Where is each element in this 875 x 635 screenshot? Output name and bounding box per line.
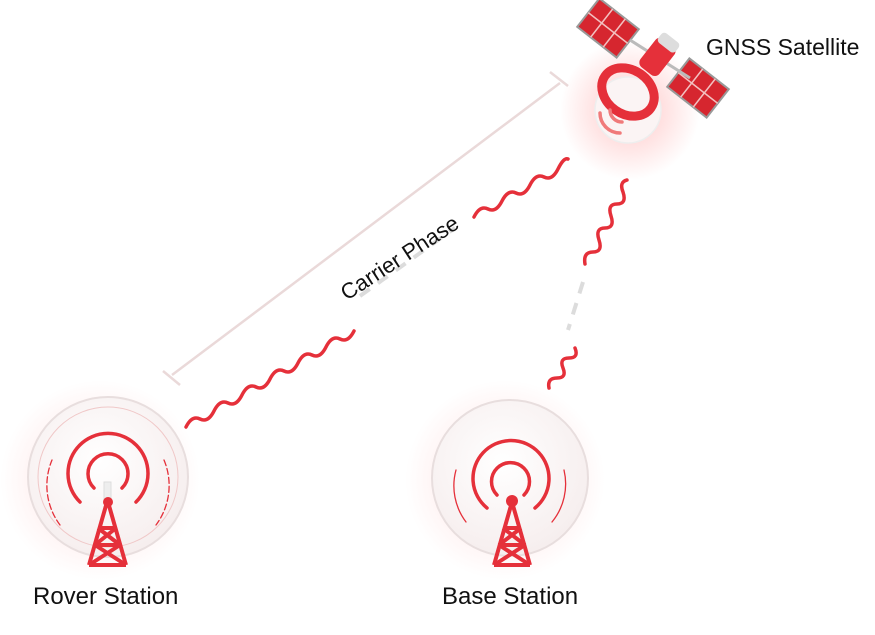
base-station-label: Base Station (442, 583, 579, 610)
wave-signal-icon (546, 346, 578, 390)
distance-bracket-icon (162, 71, 569, 386)
satellite-icon (575, 0, 731, 144)
wave-signal-icon (184, 329, 356, 429)
satellite-label: GNSS Satellite (706, 34, 860, 60)
wave-signal-icon (582, 178, 629, 266)
wave-signal-icon (472, 156, 570, 219)
rover-tower-icon (27, 396, 189, 567)
rover-station-label: Rover Station (33, 583, 179, 610)
dashed-link-base (566, 281, 585, 331)
base-tower-icon (431, 399, 589, 567)
dashed-link-rover (358, 226, 457, 298)
